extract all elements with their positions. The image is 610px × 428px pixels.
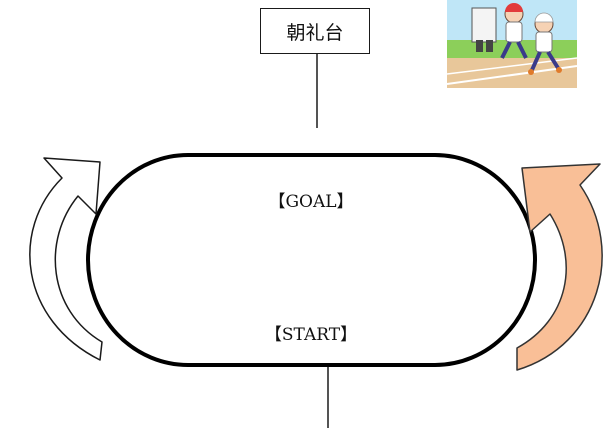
right-direction-arrow [516, 163, 603, 371]
track-oval [86, 153, 537, 367]
morning-assembly-stage-label: 朝礼台 [260, 8, 370, 54]
children-running-image [447, 0, 577, 88]
left-direction-arrow [29, 157, 103, 361]
goal-label: 【GOAL】 [268, 192, 354, 212]
start-label: 【START】 [264, 325, 358, 345]
